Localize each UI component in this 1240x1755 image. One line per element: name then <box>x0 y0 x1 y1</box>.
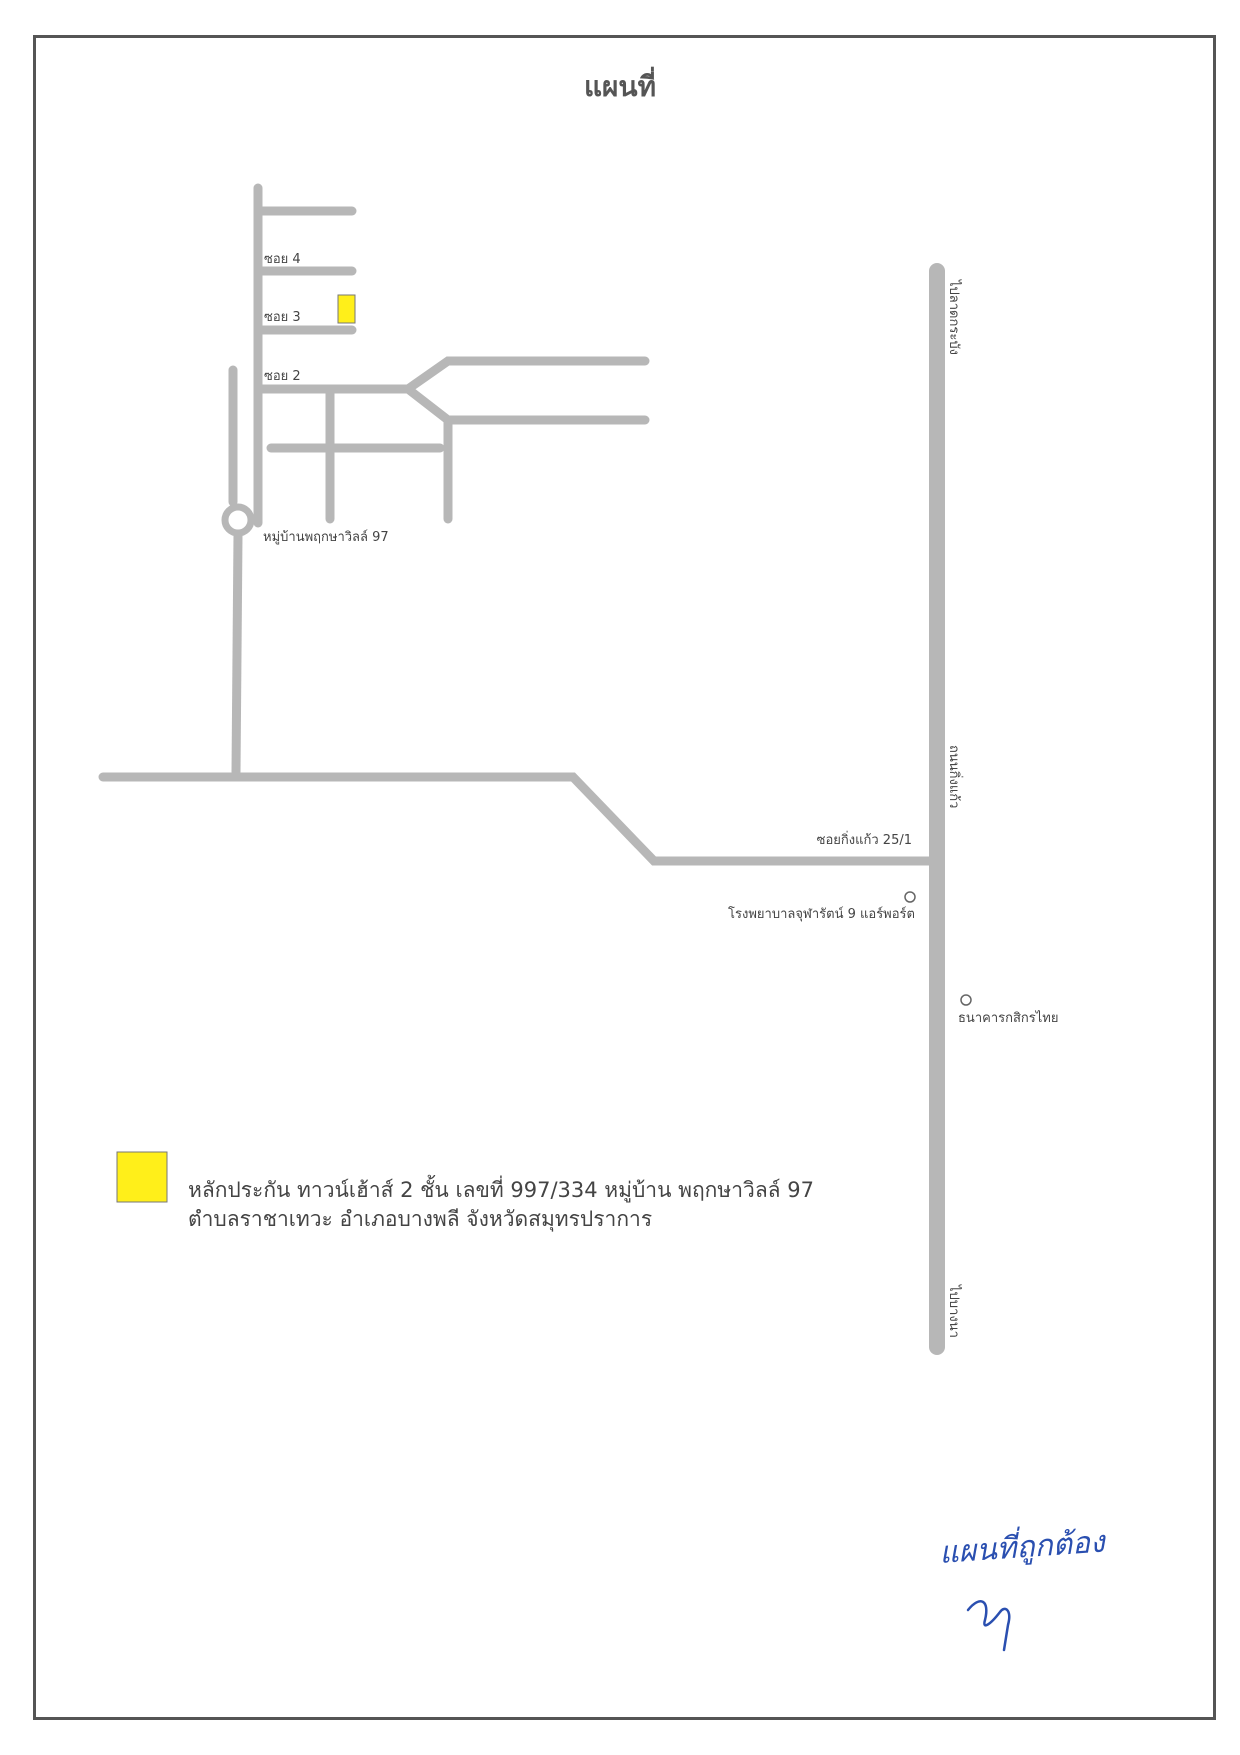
bank-label: ธนาคารกสิกรไทย <box>958 1010 1058 1026</box>
branch-upper-road <box>403 356 650 394</box>
kingkaew-road-label: ถนนกิ่งแก้ว <box>946 745 963 808</box>
village-access-road <box>231 530 243 777</box>
village-label: หมู่บ้านพฤกษาวิลล์ 97 <box>263 529 389 545</box>
to-latkrabang-label: ไปลาดกระบัง <box>946 279 962 355</box>
hospital-label: โรงพยาบาลจุฬารัตน์ 9 แอร์พอร์ต <box>728 906 915 922</box>
page-frame <box>33 35 1216 1720</box>
to-bangna-label: ไปบางนา <box>946 1284 962 1338</box>
hospital-poi-icon <box>904 891 916 903</box>
soi2-label: ซอย 2 <box>264 369 301 384</box>
roundabout <box>221 503 255 537</box>
signature-mark <box>966 1600 1011 1652</box>
legend-swatch <box>116 1151 168 1203</box>
soi4-label: ซอย 4 <box>264 252 301 267</box>
soi-kingkaew-road <box>98 772 937 866</box>
legend-line2: ตำบลราชาเทวะ อำเภอบางพลี จังหวัดสมุทรปรา… <box>188 1207 652 1232</box>
road-network <box>98 183 945 1355</box>
handwritten-note: แผนที่ถูกต้อง <box>938 1520 1108 1571</box>
branch-lower-road <box>403 384 650 425</box>
soi-kingkaew-label: ซอยกิ่งแก้ว 25/1 <box>817 831 912 848</box>
property-marker <box>337 294 356 324</box>
bank-poi-icon <box>960 994 972 1006</box>
legend-line1: หลักประกัน ทาวน์เฮ้าส์ 2 ชั้น เลขที่ 997… <box>188 1175 814 1203</box>
map-title: แผนที่ <box>584 66 656 103</box>
soi3-label: ซอย 3 <box>264 310 301 325</box>
